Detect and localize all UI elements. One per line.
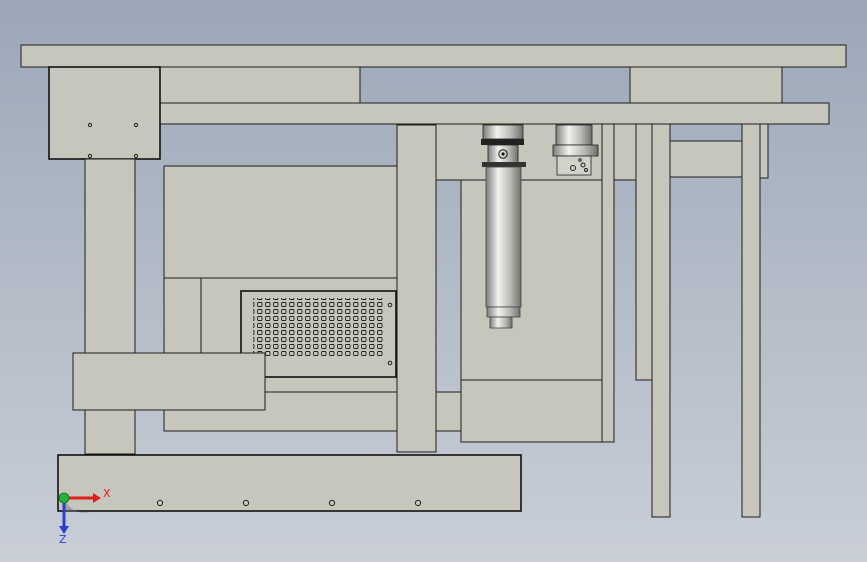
upper-spacer-block-right [629, 66, 783, 105]
fitting-icon [498, 149, 508, 159]
port-icon [570, 165, 576, 171]
triad-shadow [64, 498, 90, 513]
base-plate-body [57, 454, 522, 512]
triad-origin [58, 492, 70, 504]
vent-holes [253, 298, 385, 356]
port-icon [584, 168, 588, 172]
fitting-center [501, 152, 505, 156]
x-axis-arrow-icon [93, 493, 101, 503]
right-housing-base [460, 379, 603, 443]
screw-icon [133, 153, 139, 159]
valve-neck [552, 144, 599, 157]
coordinate-triad: X Z [58, 487, 111, 546]
port-icon [580, 162, 586, 168]
cylinder-end-cap [486, 306, 521, 318]
screw-icon [414, 499, 422, 507]
housing-connector [435, 391, 462, 432]
screw-icon [156, 499, 164, 507]
piston-rod [489, 316, 513, 329]
z-axis-arrow-icon [59, 526, 69, 534]
screw-icon [87, 153, 93, 159]
right-housing-rail [601, 123, 615, 443]
right-frame-bracket [759, 123, 769, 179]
right-frame-post-left [651, 123, 671, 518]
screw-icon [133, 122, 139, 128]
screw-icon [242, 499, 250, 507]
second-plate [149, 102, 830, 125]
upper-spacer-block-left [149, 66, 361, 105]
screw-icon [387, 302, 393, 308]
base-plate [57, 454, 522, 512]
screw-icon [387, 360, 393, 366]
valve-block [552, 124, 599, 176]
right-frame-tab [613, 123, 637, 181]
bracket-block [48, 66, 161, 160]
right-frame [613, 123, 769, 518]
x-axis-label: X [103, 487, 111, 500]
top-left-bracket [48, 66, 161, 160]
cylinder-barrel [485, 166, 522, 308]
side-plate [72, 352, 266, 411]
cylinder-ring [482, 162, 526, 167]
port-icon [578, 158, 582, 162]
pneumatic-cylinder [481, 124, 526, 329]
cylinder-collar [481, 139, 524, 145]
z-axis-label: Z [59, 533, 67, 546]
center-column [396, 124, 437, 453]
valve-body [555, 124, 593, 146]
right-frame-post-right [741, 123, 761, 518]
screw-icon [328, 499, 336, 507]
right-frame-crossbar [669, 140, 745, 178]
center-upper-block [163, 165, 398, 279]
vent-plate [240, 290, 397, 378]
right-housing-body [460, 179, 603, 381]
cylinder-cap [482, 124, 524, 140]
top-plate [20, 44, 847, 68]
screw-icon [87, 122, 93, 128]
